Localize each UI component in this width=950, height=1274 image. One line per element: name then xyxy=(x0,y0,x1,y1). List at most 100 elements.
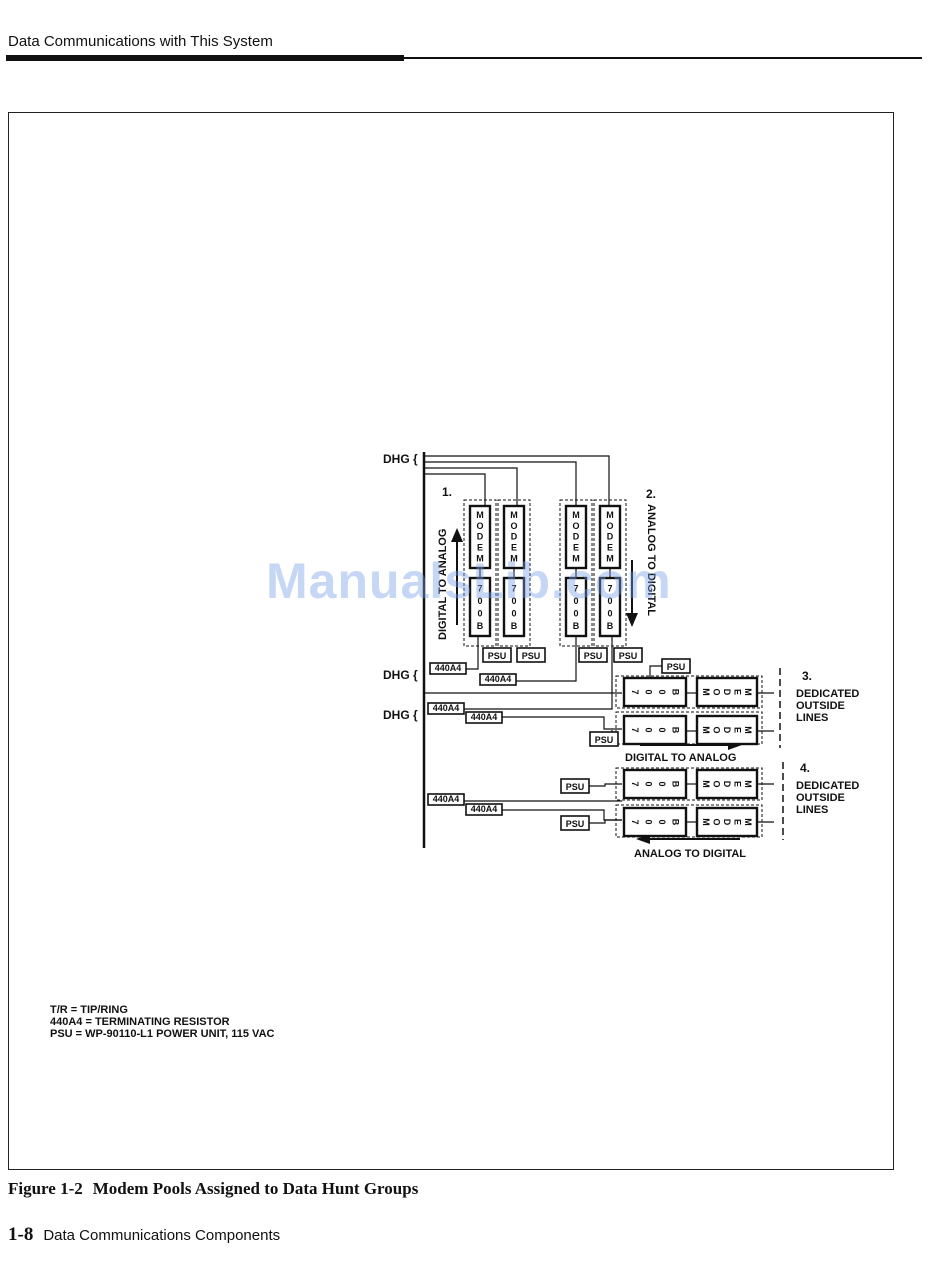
unit-700b-vertical-1-char: B xyxy=(477,621,484,631)
unit-700b-vertical-4-char: 7 xyxy=(607,583,612,593)
group4-number: 4. xyxy=(800,761,810,775)
psu-box-1-label: PSU xyxy=(488,651,507,661)
modem-vertical-1-char: D xyxy=(477,532,484,542)
modem-g3a-char: E xyxy=(732,689,742,695)
modem-g4b xyxy=(695,806,759,838)
enclosure-g2a xyxy=(559,499,593,647)
modem-vertical-2-char: O xyxy=(510,521,517,531)
unit-700b-vertical-3 xyxy=(564,576,588,638)
unit-700b-g4a-char: B xyxy=(670,781,680,788)
enclosure-g3a xyxy=(615,675,763,709)
psu-box-8-label: PSU xyxy=(566,819,585,829)
unit-700b-g4b-char: 0 xyxy=(657,819,667,824)
modem-g4a-char: D xyxy=(722,781,732,788)
footer-section: Data Communications Components xyxy=(43,1227,281,1244)
unit-700b-g4a-char: 0 xyxy=(643,781,653,786)
unit-700b-g4b xyxy=(622,806,688,838)
resistor-440a4-1 xyxy=(429,662,467,675)
modem-g3a xyxy=(695,676,759,708)
psu-box-2 xyxy=(516,647,546,663)
group3-label-line2: OUTSIDE xyxy=(796,700,845,712)
wire-low-3 xyxy=(500,716,622,730)
resistor-440a4-1-label: 440A4 xyxy=(435,663,462,673)
legend-440a4: 440A4 = TERMINATING RESISTOR xyxy=(50,1016,230,1028)
unit-700b-vertical-2-char: 7 xyxy=(511,583,516,593)
modem-vertical-1-char: M xyxy=(476,553,484,563)
unit-700b-g3a xyxy=(622,676,688,708)
unit-700b-vertical-2 xyxy=(502,576,526,638)
modem-g4b-char: M xyxy=(701,818,711,826)
unit-700b-g3a-char: B xyxy=(670,689,680,696)
unit-700b-g3b-char: 7 xyxy=(630,727,640,732)
psu-box-1 xyxy=(482,647,512,663)
unit-700b-vertical-1-char: 0 xyxy=(477,596,482,606)
group3-number: 3. xyxy=(802,669,812,683)
modem-vertical-3-char: E xyxy=(573,543,579,553)
unit-700b-g3b-char: 0 xyxy=(643,727,653,732)
wire-top-4 xyxy=(424,473,486,508)
unit-700b-g4b-char: 0 xyxy=(643,819,653,824)
unit-700b-vertical-4-char: B xyxy=(607,621,614,631)
arrow-group1-head xyxy=(451,528,463,542)
modem-g3b-char: E xyxy=(732,727,742,733)
resistor-440a4-6-label: 440A4 xyxy=(471,804,498,814)
unit-700b-g3b-char: 0 xyxy=(657,727,667,732)
unit-700b-g4a-char: 0 xyxy=(657,781,667,786)
group3-label-line3: LINES xyxy=(796,712,828,724)
header-rule-thin xyxy=(404,57,922,59)
wire-top-2 xyxy=(424,461,577,508)
modem-vertical-3-char: D xyxy=(573,532,580,542)
psu-box-6 xyxy=(589,731,619,747)
enclosure-g4a xyxy=(615,767,763,801)
modem-g4a-char: O xyxy=(712,780,722,787)
header-rule-thick xyxy=(6,55,404,61)
modem-vertical-2-char: M xyxy=(510,510,518,520)
modem-vertical-2-char: M xyxy=(510,553,518,563)
modem-g3b-char: M xyxy=(701,726,711,734)
modem-g4b-char: D xyxy=(722,819,732,826)
legend-tr: T/R = TIP/RING xyxy=(50,1004,128,1016)
unit-700b-g3a-char: 7 xyxy=(630,689,640,694)
modem-g4b-char: M xyxy=(743,818,753,826)
enclosure-g2b xyxy=(593,499,627,647)
modem-g3b-char: M xyxy=(743,726,753,734)
unit-700b-vertical-3-char: 0 xyxy=(573,596,578,606)
modem-vertical-4-char: M xyxy=(606,510,614,520)
unit-700b-vertical-1-char: 0 xyxy=(477,608,482,618)
psu-box-5-label: PSU xyxy=(667,662,686,672)
dhg-label-1: DHG { xyxy=(383,452,418,466)
psu-box-3-label: PSU xyxy=(584,651,603,661)
modem-g3b xyxy=(695,714,759,746)
unit-700b-vertical-4-char: 0 xyxy=(607,608,612,618)
resistor-440a4-5-label: 440A4 xyxy=(433,794,460,804)
psu-box-7-label: PSU xyxy=(566,782,585,792)
dashed-enclosures xyxy=(463,499,784,840)
resistor-440a4-5 xyxy=(427,793,465,806)
group4-label-line2: OUTSIDE xyxy=(796,792,845,804)
modem-vertical-3-char: M xyxy=(572,510,580,520)
unit-700b-g4a xyxy=(622,768,688,800)
psu-box-4-label: PSU xyxy=(619,651,638,661)
wire-psu-g4a xyxy=(588,783,622,787)
modem-vertical-2-char: E xyxy=(511,543,517,553)
unit-700b-vertical-3-char: 7 xyxy=(573,583,578,593)
wire-psu-g3a xyxy=(649,665,662,678)
running-header: Data Communications with This System xyxy=(8,33,273,50)
modem-vertical-3-char: M xyxy=(572,553,580,563)
unit-700b-g4b-char: 7 xyxy=(630,819,640,824)
figure-title: Modem Pools Assigned to Data Hunt Groups xyxy=(92,1179,419,1198)
group4-direction-label: ANALOG TO DIGITAL xyxy=(634,848,746,860)
wire-mid-1 xyxy=(466,628,479,670)
modem-vertical-4-char: E xyxy=(607,543,613,553)
wire-low-1 xyxy=(463,634,613,710)
enclosure-g4b xyxy=(615,804,763,838)
unit-700b-vertical-2-char: 0 xyxy=(511,608,516,618)
psu-box-7 xyxy=(560,778,590,794)
figure-frame xyxy=(8,112,894,1170)
modem-g4b-char: E xyxy=(732,819,742,825)
group3-label-line1: DEDICATED xyxy=(796,688,859,700)
modem-vertical-1-char: O xyxy=(476,521,483,531)
